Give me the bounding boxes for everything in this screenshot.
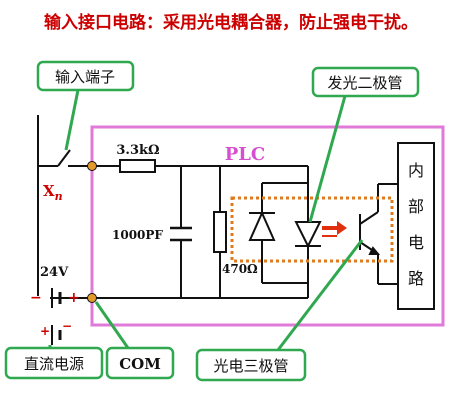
- terminal-subscript: n: [55, 190, 63, 203]
- led-diode-icon: [294, 221, 322, 249]
- input-switch-icon: [57, 149, 71, 167]
- plc-label: PLC: [225, 144, 266, 165]
- callout-phototransistor-box: [195, 348, 307, 382]
- internal-circuit-char-2: 部: [408, 197, 424, 216]
- dc-source-plus-sign: +: [40, 324, 50, 338]
- callout-com-box: [105, 346, 175, 380]
- terminal-com-dot: [87, 293, 97, 303]
- internal-circuit-box: [397, 142, 435, 310]
- callout-com: COM: [119, 355, 161, 373]
- battery-icon: [30, 285, 62, 308]
- callout-dc-source: 直流电源: [24, 355, 84, 373]
- callout-input-terminal-pointer: [64, 89, 80, 151]
- battery-minus-sign: −: [30, 290, 42, 306]
- callout-led: 发光二极管: [327, 74, 402, 92]
- capacitor-icon: [170, 226, 192, 242]
- protection-diode-icon: [248, 210, 276, 241]
- resistor-3k3-label: 3.3kΩ: [116, 143, 159, 158]
- callout-led-pointer: [308, 95, 347, 223]
- capacitor-label: 1000PF: [112, 228, 163, 242]
- internal-circuit-char-3: 电: [408, 233, 424, 252]
- callout-input-terminal: 输入端子: [55, 68, 115, 86]
- light-emission-arrow-icon: [322, 221, 347, 237]
- internal-circuit-char-4: 路: [408, 269, 424, 288]
- callout-led-box: [311, 66, 420, 98]
- phototransistor-icon: [359, 211, 381, 255]
- terminal-label: Xn: [43, 182, 63, 203]
- terminal-xn-dot: [87, 161, 97, 171]
- internal-circuit-char-1: 内: [408, 161, 424, 180]
- voltage-label: 24V: [40, 265, 69, 280]
- callout-phototransistor: 光电三极管: [213, 357, 288, 375]
- resistor-470-icon: [213, 211, 227, 253]
- plc-boundary: [90, 125, 445, 327]
- callout-com-pointer: [94, 301, 130, 349]
- resistor-470-label: 470Ω: [222, 262, 258, 276]
- callout-dc-source-box: [4, 346, 104, 380]
- dc-source-minus-sign: −: [62, 319, 72, 333]
- callout-phototransistor-pointer: [276, 239, 364, 351]
- wiring: [37, 115, 398, 299]
- callout-input-terminal-box: [36, 60, 135, 92]
- battery-plus-sign: +: [68, 290, 80, 306]
- dc-source-icon: [51, 325, 62, 345]
- resistor-3k3-icon: [119, 159, 156, 173]
- diagram-title: 输入接口电路：采用光电耦合器，防止强电干扰。: [44, 12, 418, 33]
- optocoupler-box: [230, 196, 394, 263]
